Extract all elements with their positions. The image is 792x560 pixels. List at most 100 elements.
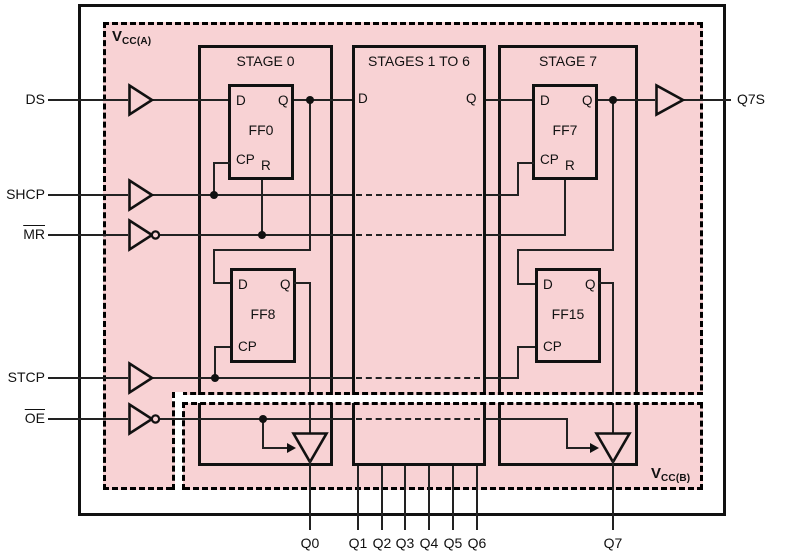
wire — [404, 466, 406, 530]
q7s-pin-label: Q7S — [737, 91, 766, 107]
stage7-title: STAGE 7 — [538, 53, 598, 69]
wire — [486, 194, 519, 196]
q3-pin-label: Q3 — [395, 535, 415, 551]
q6-pin-label: Q6 — [467, 535, 487, 551]
q0-tristate-buffer-icon — [291, 432, 329, 465]
oe-inverter-icon — [128, 402, 161, 436]
ff15-cp-pin: CP — [543, 339, 562, 354]
ff15-name: FF15 — [551, 306, 585, 322]
q0-pin-label: Q0 — [300, 535, 320, 551]
ff0-q-pin: Q — [278, 93, 289, 108]
vccb-region-border — [172, 392, 703, 395]
wire — [452, 466, 454, 530]
wire — [683, 99, 731, 101]
wire — [517, 283, 535, 285]
vcca-label: VCC(A) — [112, 28, 152, 47]
q0-enable-arrowhead-icon — [287, 443, 296, 453]
vccb-border-gap — [172, 395, 703, 403]
shcp-pin-label: SHCP — [6, 186, 45, 202]
wire — [517, 249, 519, 285]
wire — [612, 460, 614, 530]
stage7-box — [498, 45, 638, 466]
ff7-r-pin: R — [565, 158, 575, 173]
wire — [381, 466, 383, 530]
wire-dashed — [356, 418, 480, 420]
ff0-name: FF0 — [248, 122, 274, 138]
wire — [517, 347, 519, 379]
wire — [517, 249, 614, 251]
vccb-region-border — [182, 402, 703, 405]
wire — [486, 418, 568, 420]
junction-dot — [609, 96, 617, 104]
wire — [261, 180, 263, 235]
ff0-box: D Q FF0 CP R — [228, 84, 294, 180]
stages1to6-d-pin: D — [358, 91, 368, 106]
wire — [309, 282, 311, 434]
vccb-label: VCC(B) — [651, 465, 691, 484]
stages1to6-title: STAGES 1 TO 6 — [368, 53, 470, 69]
wire — [213, 249, 311, 251]
wire — [294, 282, 311, 284]
wire — [357, 466, 359, 530]
wire — [48, 234, 128, 236]
ff7-box: D Q FF7 CP R — [532, 84, 598, 180]
wire-dashed — [356, 234, 482, 236]
vccb-region-border — [182, 402, 185, 490]
wire — [564, 180, 566, 235]
wire — [428, 466, 430, 530]
stcp-pin-label: STCP — [7, 369, 45, 385]
wire — [48, 99, 128, 101]
wire — [213, 282, 230, 284]
ff15-d-pin: D — [543, 277, 553, 292]
ff8-d-pin: D — [238, 277, 248, 292]
q7-enable-arrowhead-icon — [590, 443, 599, 453]
wire — [599, 282, 614, 284]
q7-pin-label: Q7 — [603, 535, 623, 551]
wire — [213, 162, 230, 164]
q5-pin-label: Q5 — [443, 535, 463, 551]
ds-pin-label: DS — [25, 91, 45, 107]
wire — [566, 447, 590, 449]
wire — [612, 282, 614, 434]
wire — [309, 100, 311, 251]
q4-pin-label: Q4 — [419, 535, 439, 551]
wire — [48, 194, 128, 196]
q7-tristate-buffer-icon — [594, 432, 632, 465]
q7s-buffer-icon — [655, 83, 686, 117]
oe-pin-label: OE — [24, 410, 45, 426]
wire — [152, 99, 228, 101]
ff8-cp-pin: CP — [238, 339, 257, 354]
ff7-q-pin: Q — [582, 93, 593, 108]
q1-pin-label: Q1 — [348, 535, 368, 551]
wire-dashed — [356, 377, 480, 379]
wire — [158, 418, 352, 420]
ff15-q-pin: Q — [585, 277, 596, 292]
ff8-name: FF8 — [250, 306, 276, 322]
wire — [48, 418, 128, 420]
wire — [612, 100, 614, 251]
wire-dashed — [356, 194, 482, 196]
stcp-buffer-icon — [128, 361, 155, 395]
stages1to6-q-pin: Q — [466, 91, 477, 106]
wire — [152, 377, 352, 379]
mr-pin-label: MR — [23, 226, 45, 242]
wire — [214, 346, 230, 348]
wire — [517, 163, 519, 195]
stages1to6-box — [352, 45, 486, 466]
stage0-box — [198, 45, 333, 466]
wire — [262, 447, 287, 449]
wire — [213, 163, 215, 195]
ff0-cp-pin: CP — [236, 152, 255, 167]
ff0-d-pin: D — [236, 93, 246, 108]
outer-package-box — [78, 4, 726, 516]
wire — [566, 418, 568, 449]
vccb-region-border — [172, 392, 175, 490]
wire — [213, 249, 215, 284]
junction-dot — [258, 231, 266, 239]
ds-buffer-icon — [128, 83, 155, 117]
wire — [476, 466, 478, 530]
wire — [262, 418, 264, 449]
ff8-q-pin: Q — [280, 277, 291, 292]
shcp-buffer-icon — [128, 178, 155, 212]
